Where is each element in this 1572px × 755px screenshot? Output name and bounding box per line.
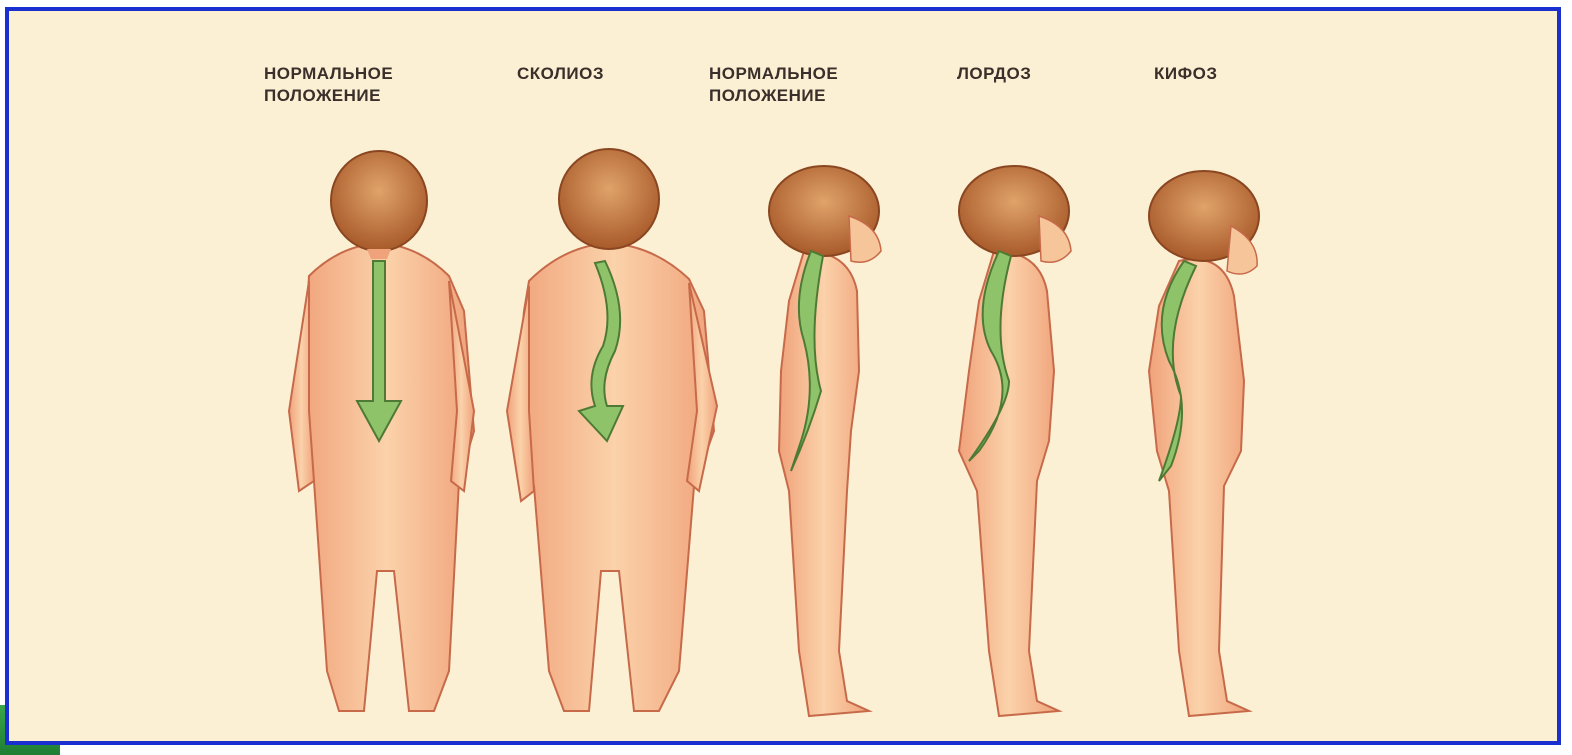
head-hair — [559, 149, 659, 249]
kyphosis-side-figure — [1149, 171, 1259, 716]
normal-back-figure — [289, 151, 474, 711]
normal-side-figure — [769, 166, 881, 716]
scoliosis-back-figure — [507, 149, 717, 711]
head-hair — [331, 151, 427, 251]
lordosis-side-figure — [959, 166, 1071, 716]
posture-figures — [9, 11, 1557, 741]
